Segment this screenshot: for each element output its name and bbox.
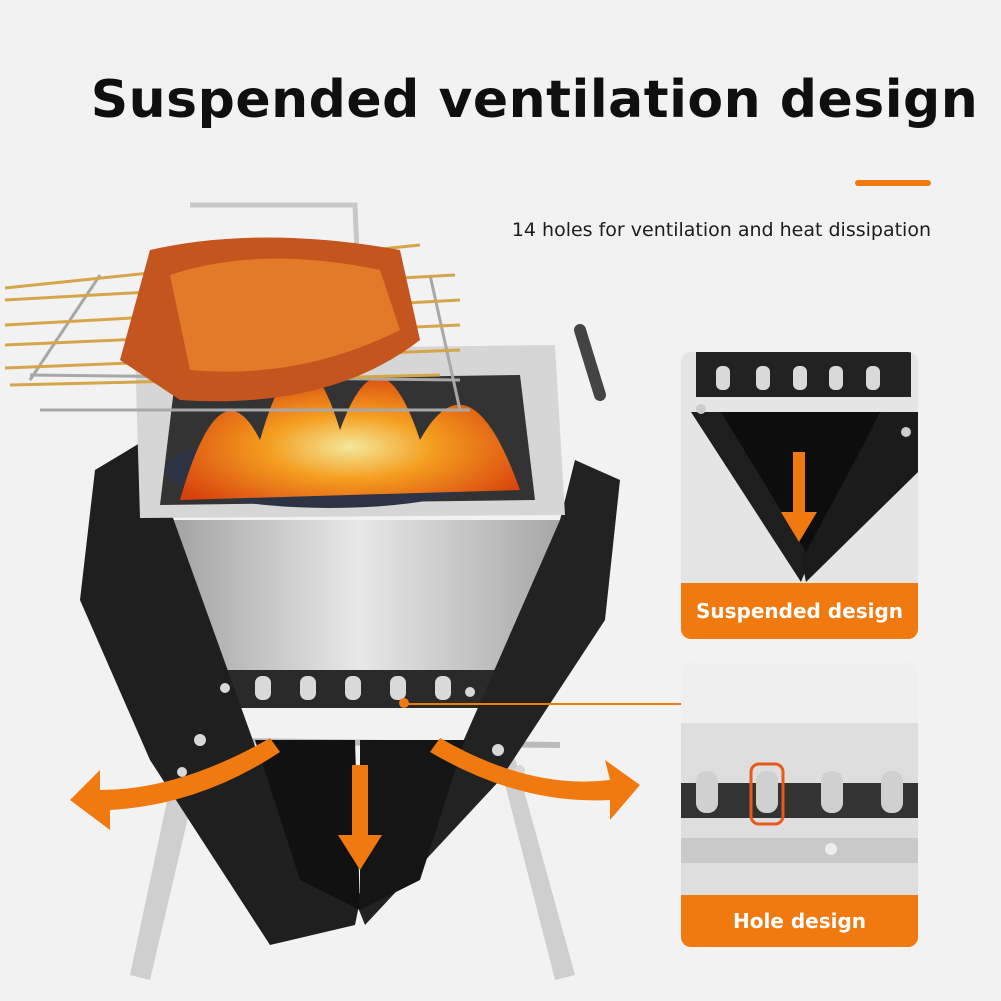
grill-product-image (4, 202, 640, 980)
hole-design-panel: Hole design (681, 663, 918, 947)
panel-label-hole: Hole design (681, 895, 918, 947)
highlight-box-icon (749, 762, 785, 826)
panel-label-suspended: Suspended design (681, 583, 918, 639)
accent-bar (855, 180, 931, 186)
suspended-design-panel: Suspended design (681, 352, 918, 639)
subtitle: 14 holes for ventilation and heat dissip… (511, 219, 931, 241)
page-title: Suspended ventilation design (90, 70, 979, 130)
down-arrow-icon (781, 452, 817, 542)
callout-line (405, 703, 681, 705)
